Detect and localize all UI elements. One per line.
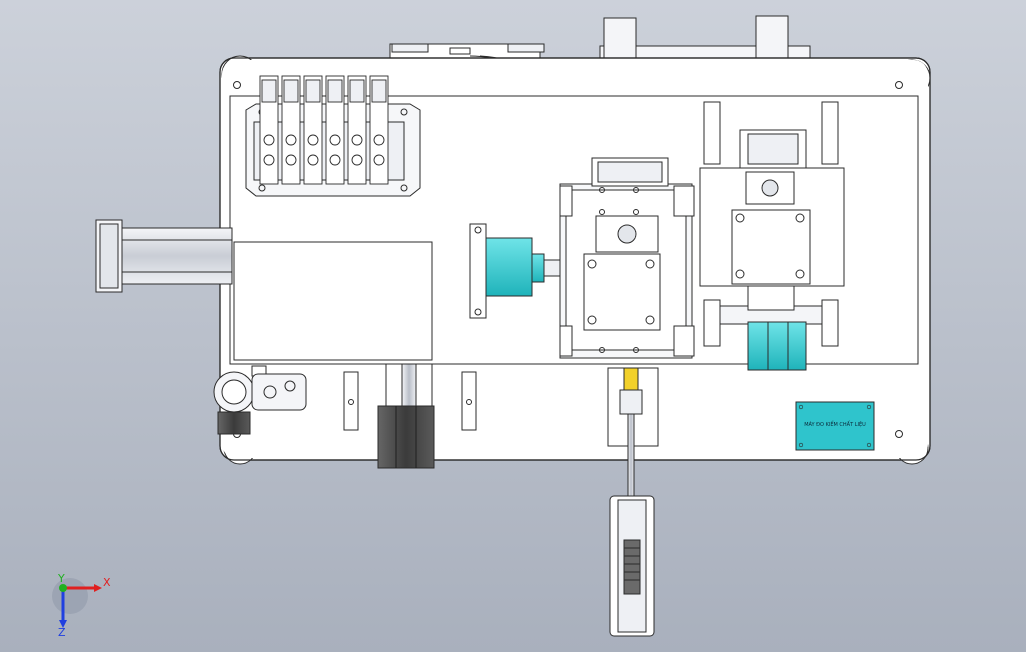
bottom-actuator — [607, 367, 659, 501]
coordinate-triad[interactable]: X Y Z — [52, 572, 111, 639]
sensor-brackets — [343, 371, 477, 431]
left-pneumatic-cylinder — [95, 219, 233, 293]
bottom-cylinder — [377, 363, 435, 469]
toggle-clamp — [609, 495, 655, 637]
nameplate-text: MÁY ĐO KIỂM CHẤT LIỆU — [804, 420, 866, 428]
solenoid-valves — [259, 75, 389, 185]
control-box — [233, 241, 433, 361]
triad-y-label: Y — [57, 572, 65, 585]
cyan-linear-actuator — [747, 321, 807, 371]
air-regulator — [213, 365, 307, 435]
triad-z-label: Z — [58, 626, 66, 639]
solenoid-valve — [281, 75, 301, 185]
nameplate: MÁY ĐO KIỂM CHẤT LIỆU — [795, 401, 875, 451]
right-xy-stage — [699, 101, 845, 347]
triad-x-label: X — [103, 576, 111, 589]
solenoid-valve — [325, 75, 345, 185]
solenoid-valve — [259, 75, 279, 185]
servo-motor — [469, 223, 563, 319]
solenoid-valve — [369, 75, 389, 185]
solenoid-valve — [347, 75, 367, 185]
solenoid-valve — [303, 75, 323, 185]
center-xy-stage — [559, 157, 695, 359]
